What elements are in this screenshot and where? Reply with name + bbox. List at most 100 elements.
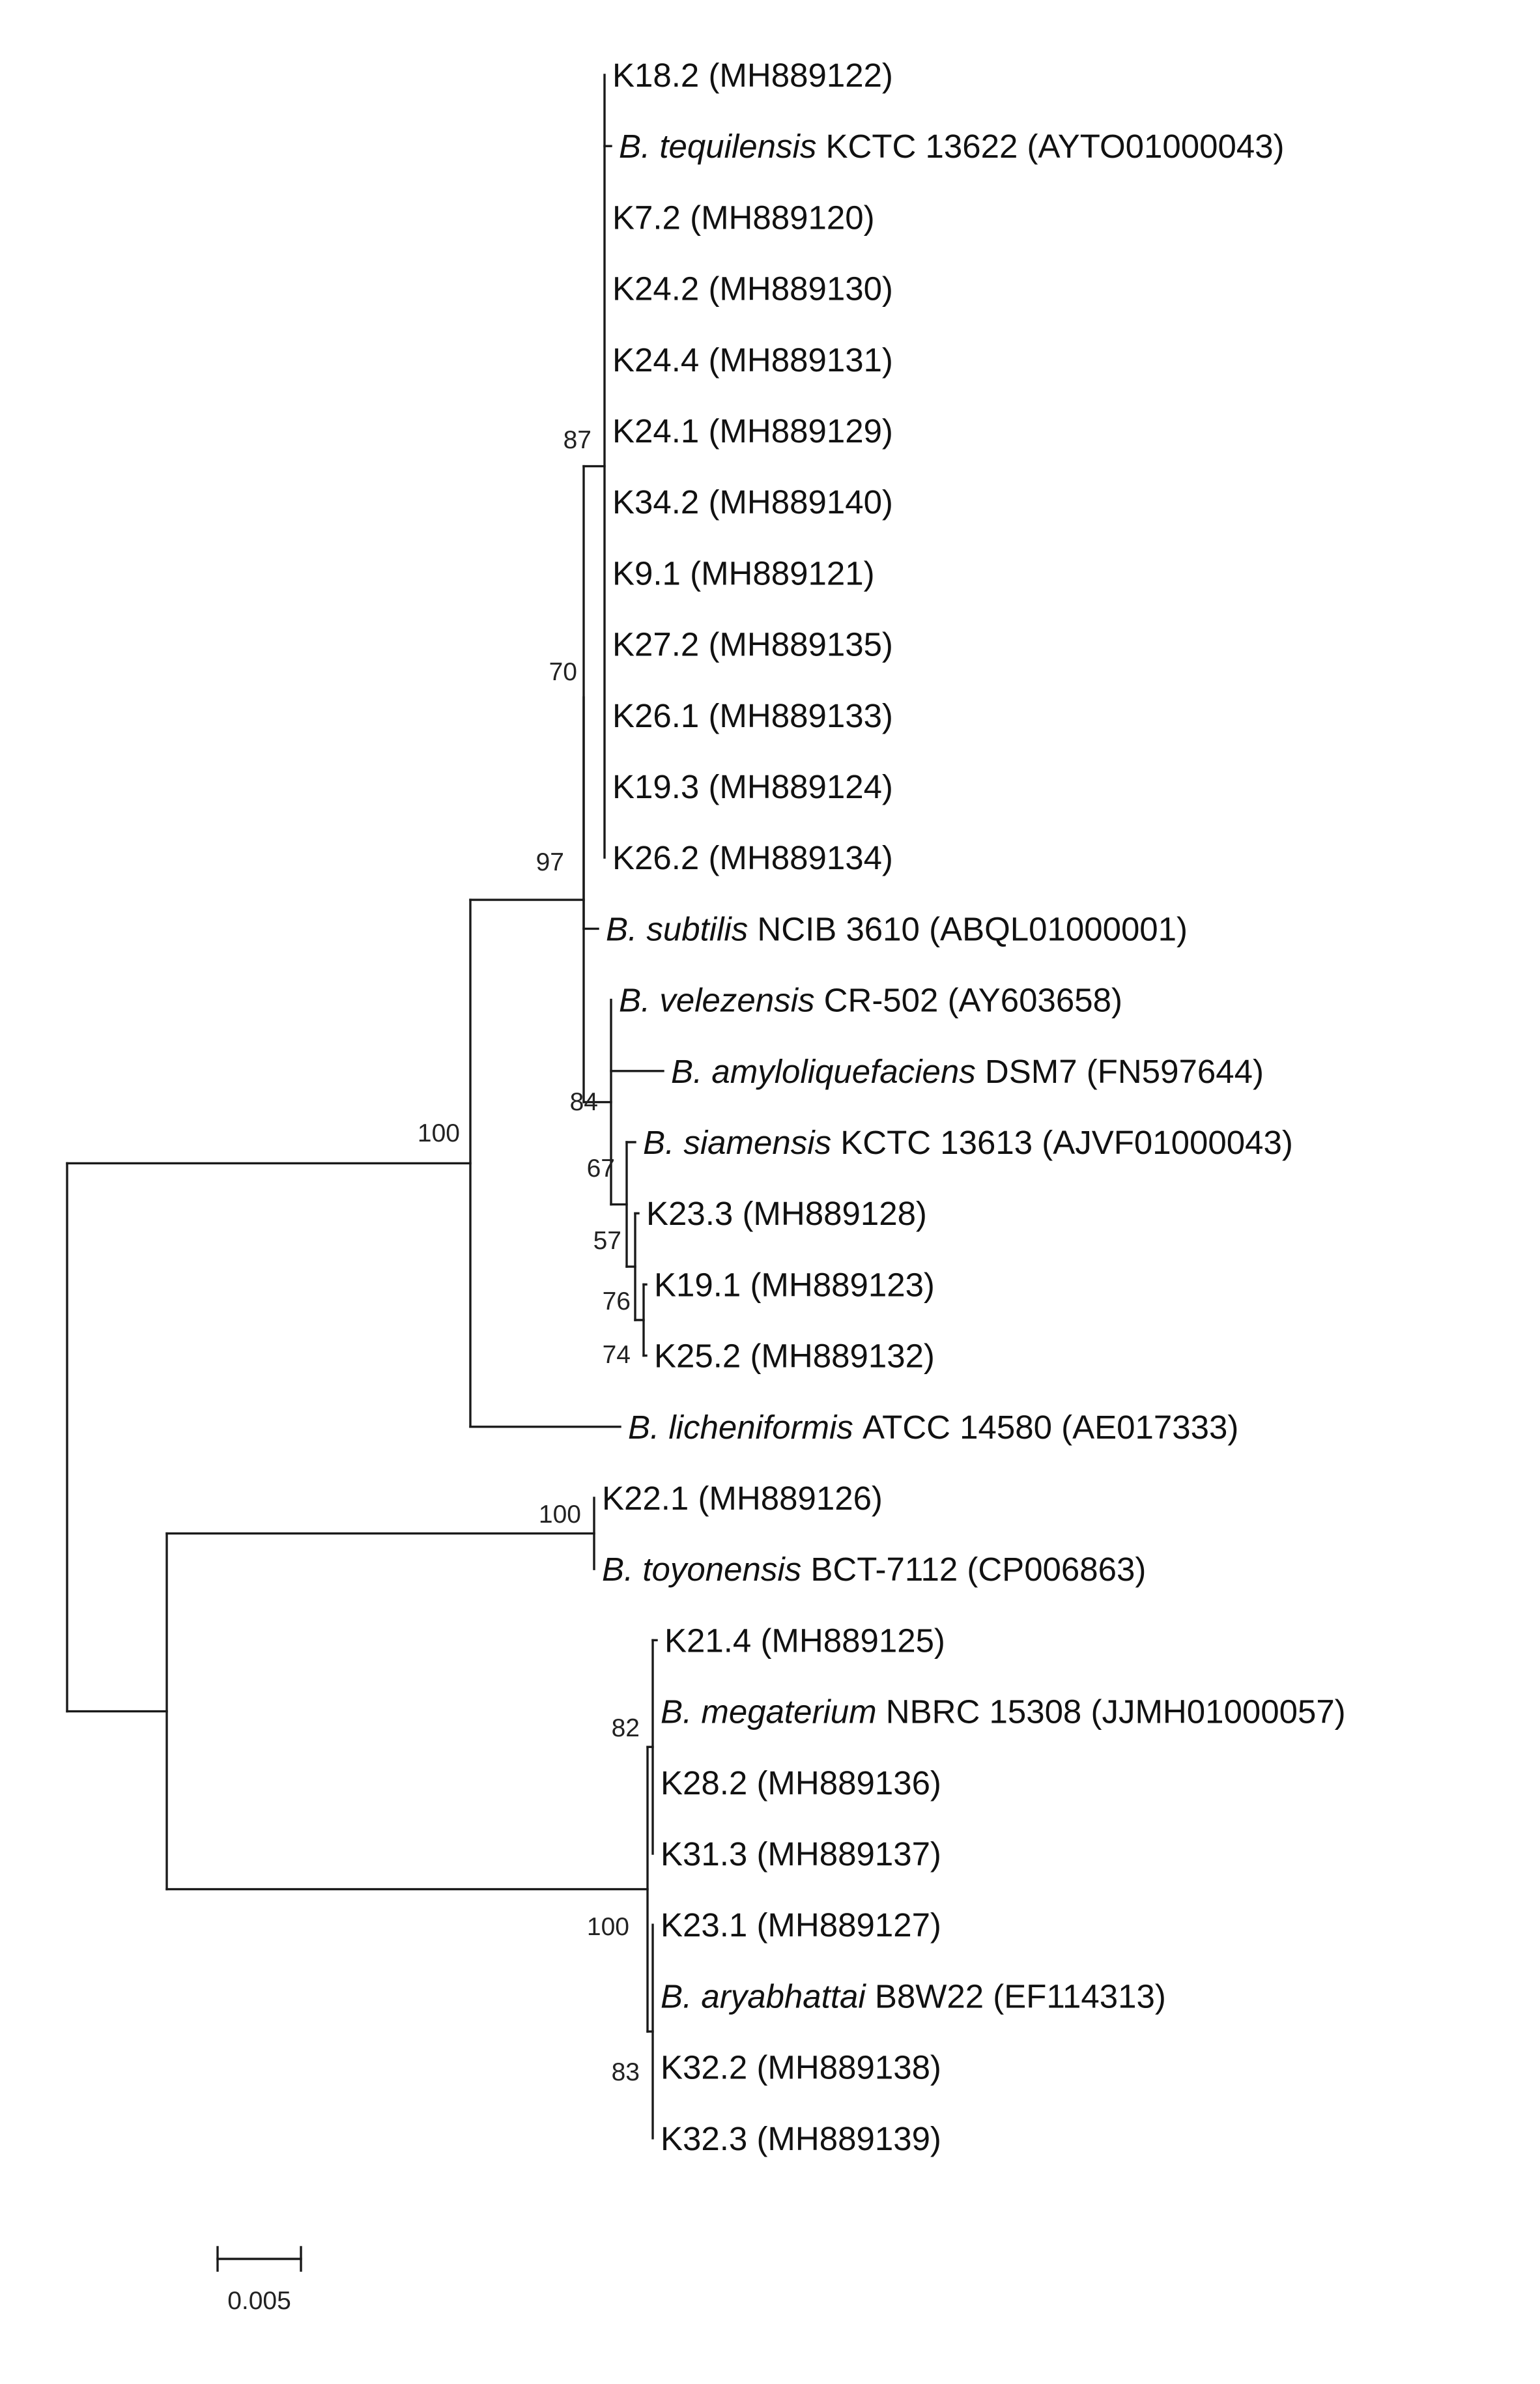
accession-number: (MH889130) [708,270,892,308]
species-name: B. aryabhattai [661,1977,875,2015]
leaf-label-arya: B. aryabhattai B8W22 (EF114313) [661,1977,1166,2015]
accession-number: (MH889121) [690,554,874,592]
strain-name: BCT-7112 [810,1551,967,1588]
strain-name: K23.3 [646,1195,742,1232]
strain-name: B8W22 [875,1977,993,2015]
accession-number: (MH889128) [742,1195,926,1232]
leaf-label-k25_2: K25.2 (MH889132) [654,1338,935,1375]
accession-number: (JJMH01000057) [1091,1693,1345,1731]
accession-number: (MH889138) [756,2049,941,2086]
leaf-label-mega: B. megaterium NBRC 15308 (JJMH01000057) [661,1693,1346,1731]
leaf-label-k19_1: K19.1 (MH889123) [654,1266,935,1303]
accession-number: (MH889136) [756,1764,941,1802]
species-name: B. subtilis [606,910,757,947]
species-name: B. megaterium [661,1693,886,1731]
bootstrap-value-n100b: 100 [539,1501,581,1529]
bootstrap-value-n67: 67 [587,1155,615,1183]
strain-name: K31.3 [661,1835,756,1873]
accession-number: (MH889120) [690,199,874,236]
leaf-label-k23_1: K23.1 (MH889127) [661,1906,941,1944]
bootstrap-value-n57: 57 [593,1227,621,1255]
accession-number: (AY603658) [948,982,1122,1019]
scale-bar: 0.005 [216,2246,302,2315]
accession-number: (FN597644) [1087,1053,1264,1090]
accession-number: (CP006863) [967,1551,1146,1588]
leaf-label-amyl: B. amyloliquefaciens DSM7 (FN597644) [671,1053,1264,1090]
leaf-label-siam: B. siamensis KCTC 13613 (AJVF01000043) [643,1124,1293,1161]
accession-number: (EF114313) [993,1977,1166,2015]
accession-number: (AE017333) [1061,1409,1238,1446]
leaf-label-toyo: B. toyonensis BCT-7112 (CP006863) [602,1551,1146,1588]
accession-number: (MH889123) [750,1266,934,1303]
leaf-label-vele: B. velezensis CR-502 (AY603658) [619,982,1122,1019]
tree-branches [66,74,664,2140]
strain-name: K34.2 [612,483,708,521]
strain-name: K18.2 [612,57,708,94]
bootstrap-value-n100a: 100 [418,1119,460,1147]
scale-bar-label: 0.005 [227,2287,291,2315]
accession-number: (MH889132) [750,1338,934,1375]
accession-number: (MH889137) [756,1835,941,1873]
strain-name: K32.3 [661,2120,756,2157]
strain-name: K24.2 [612,270,708,308]
leaf-label-k26_1: K26.1 (MH889133) [612,697,893,734]
strain-name: NCIB 3610 [757,910,929,947]
accession-number: (MH889124) [708,768,892,805]
species-name: B. licheniformis [628,1409,863,1446]
accession-number: (MH889140) [708,483,892,521]
strain-name: K22.1 [602,1480,698,1517]
species-name: B. siamensis [643,1124,840,1161]
strain-name: K24.4 [612,341,708,379]
accession-number: (AJVF01000043) [1042,1124,1293,1161]
accession-number: (ABQL01000001) [929,910,1188,947]
leaf-label-k28_2: K28.2 (MH889136) [661,1764,941,1802]
bootstrap-value-n83: 83 [612,2058,640,2086]
leaf-label-k22_1: K22.1 (MH889126) [602,1480,883,1517]
accession-number: (MH889131) [708,341,892,379]
accession-number: (MH889133) [708,697,892,734]
leaf-label-subt: B. subtilis NCIB 3610 (ABQL01000001) [606,910,1188,947]
accession-number: (MH889122) [708,57,892,94]
leaf-label-k32_2: K32.2 (MH889138) [661,2049,941,2086]
strain-name: K25.2 [654,1338,750,1375]
strain-name: DSM7 [985,1053,1087,1090]
strain-name: K21.4 [664,1622,760,1659]
leaf-label-k23_3: K23.3 (MH889128) [646,1195,927,1232]
leaf-label-k24_4: K24.4 (MH889131) [612,341,893,379]
leaf-label-k19_3: K19.3 (MH889124) [612,768,893,805]
bootstrap-value-n74: 74 [603,1341,631,1369]
accession-number: (MH889129) [708,412,892,450]
leaf-label-lich: B. licheniformis ATCC 14580 (AE017333) [628,1409,1238,1446]
leaf-label-k18_2: K18.2 (MH889122) [612,57,893,94]
strain-name: KCTC 13613 [840,1124,1042,1161]
bootstrap-value-n97: 97 [536,848,564,876]
strain-name: CR-502 [824,982,948,1019]
strain-name: K28.2 [661,1764,756,1802]
species-name: B. tequilensis [619,128,826,165]
leaf-label-k26_2: K26.2 (MH889134) [612,839,893,876]
leaf-label-k24_2: K24.2 (MH889130) [612,270,893,308]
strain-name: K26.2 [612,839,708,876]
strain-name: K24.1 [612,412,708,450]
strain-name: K7.2 [612,199,690,236]
bootstrap-value-n100c: 100 [587,1913,629,1941]
leaf-label-k27_2: K27.2 (MH889135) [612,626,893,663]
strain-name: K26.1 [612,697,708,734]
accession-number: (MH889139) [756,2120,941,2157]
species-name: B. amyloliquefaciens [671,1053,985,1090]
strain-name: ATCC 14580 [863,1409,1061,1446]
strain-name: K27.2 [612,626,708,663]
accession-number: (MH889134) [708,839,892,876]
leaf-label-k24_1: K24.1 (MH889129) [612,412,893,450]
strain-name: K19.1 [654,1266,750,1303]
accession-number: (MH889125) [760,1622,945,1659]
leaf-label-k31_3: K31.3 (MH889137) [661,1835,941,1873]
bootstrap-value-n70: 70 [549,658,577,686]
strain-name: NBRC 15308 [886,1693,1091,1731]
leaf-label-tequ: B. tequilensis KCTC 13622 (AYTO01000043) [619,128,1285,165]
leaf-label-k21_4: K21.4 (MH889125) [664,1622,945,1659]
bootstrap-value-n76: 76 [603,1287,631,1315]
leaf-label-k34_2: K34.2 (MH889140) [612,483,893,521]
accession-number: (MH889126) [698,1480,882,1517]
